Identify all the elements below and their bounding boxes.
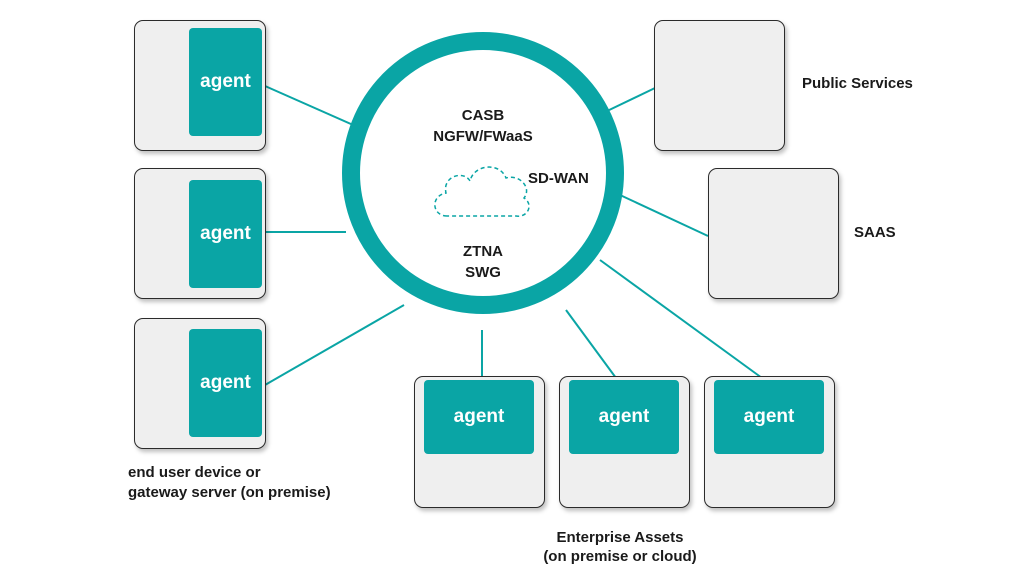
line-device-3 [264, 304, 405, 386]
caption-line: Enterprise Assets [556, 529, 684, 546]
service-ztna: ZTNA [463, 243, 503, 260]
saas-box [708, 168, 839, 299]
public-services-box [654, 20, 785, 151]
hub-services-bottom: ZTNA SWG [403, 241, 563, 283]
user-device-box: agent [134, 20, 266, 151]
caption-line: (on premise or cloud) [543, 548, 697, 565]
agent-badge: agent [714, 380, 824, 454]
service-casb: CASB [461, 107, 505, 124]
line-asset-2 [565, 309, 617, 379]
enterprise-asset-box: agent [414, 376, 545, 508]
line-saas [619, 194, 709, 237]
enterprise-asset-box: agent [704, 376, 835, 508]
hub-services-top: CASB NGFW/FWaaS [403, 105, 563, 147]
user-devices-caption: end user device or gateway server (on pr… [128, 463, 331, 503]
agent-badge: agent [189, 180, 262, 288]
enterprise-assets-caption: Enterprise Assets (on premise or cloud) [520, 528, 720, 566]
service-ngfw: NGFW/FWaaS [433, 128, 533, 145]
agent-badge: agent [189, 329, 262, 437]
user-device-box: agent [134, 168, 266, 299]
agent-badge: agent [569, 380, 679, 454]
line-device-1 [264, 85, 361, 129]
cloud-icon [434, 166, 530, 217]
caption-line: end user device or [128, 464, 261, 481]
agent-badge: agent [424, 380, 534, 454]
service-swg: SWG [465, 264, 501, 281]
agent-badge: agent [189, 28, 262, 136]
line-asset-3 [599, 259, 763, 379]
saas-label: SAAS [854, 224, 896, 241]
public-services-label: Public Services [802, 75, 913, 92]
caption-line: gateway server (on premise) [128, 484, 331, 501]
enterprise-asset-box: agent [559, 376, 690, 508]
service-sd-wan: SD-WAN [528, 170, 589, 187]
user-device-box: agent [134, 318, 266, 449]
line-public-services [604, 87, 656, 113]
